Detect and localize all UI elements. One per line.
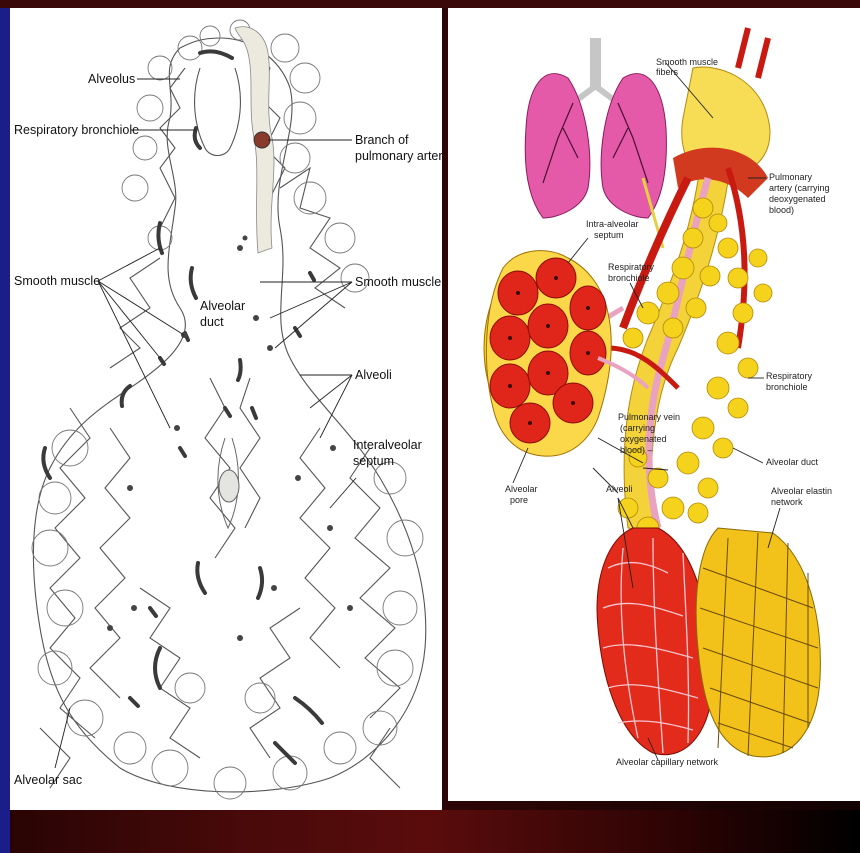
label-interalveolar-septum-2: septum (353, 454, 394, 468)
right-diagram-svg: Smooth muscle fibers Pulmonary artery (c… (448, 8, 860, 801)
top-band (0, 0, 860, 8)
label-alveolar-duct-1: Alveolar (200, 299, 245, 313)
label-alveolar-duct: Alveolar duct (766, 457, 819, 467)
capillary-sac (597, 528, 713, 755)
label-respiratory-bronchiole-right-2: bronchiole (766, 382, 808, 392)
label-alveolar-capillary-network: Alveolar capillary network (616, 757, 719, 767)
right-diagram-panel: Smooth muscle fibers Pulmonary artery (c… (448, 8, 860, 801)
label-intra-alveolar-septum-1: Intra-alveolar (586, 219, 639, 229)
label-pulmonary-vein-2: (carrying (620, 423, 655, 433)
label-smooth-muscle-fibers-2: fibers (656, 67, 679, 77)
label-alveolar-elastin-1: Alveolar elastin (771, 486, 832, 496)
elastin-sac (696, 528, 820, 757)
left-diagram-panel: Alveolus Respiratory bronchiole Branch o… (10, 8, 442, 810)
left-diagram-svg: Alveolus Respiratory bronchiole Branch o… (10, 8, 442, 810)
label-smooth-muscle-right: Smooth muscle (355, 275, 441, 289)
label-intra-alveolar-septum-2: septum (594, 230, 624, 240)
label-pulmonary-artery-3: deoxygenated (769, 194, 826, 204)
label-alveolar-sac: Alveolar sac (14, 773, 82, 787)
label-alveolus: Alveolus (88, 72, 135, 86)
label-interalveolar-septum-1: Interalveolar (353, 438, 422, 452)
central-duct (218, 438, 239, 528)
label-pulmonary-vein-3: oxygenated (620, 434, 667, 444)
label-alveoli-right: Alveoli (606, 484, 633, 494)
label-alveolar-duct-2: duct (200, 315, 224, 329)
label-respiratory-bronchiole-upper-2: bronchiole (608, 273, 650, 283)
label-pulmonary-artery-2: artery (carrying (769, 183, 830, 193)
lungs-inset (525, 38, 666, 248)
bottom-band (0, 810, 860, 853)
label-branch-pulmonary-artery-2: pulmonary artery (355, 149, 442, 163)
label-branch-pulmonary-artery-1: Branch of (355, 133, 409, 147)
label-pulmonary-artery-4: blood) (769, 205, 794, 215)
label-respiratory-bronchiole-upper-1: Respiratory (608, 262, 655, 272)
nuclei-dots (107, 236, 353, 642)
label-alveolar-pore-2: pore (510, 495, 528, 505)
label-respiratory-bronchiole: Respiratory bronchiole (14, 123, 139, 137)
label-alveoli: Alveoli (355, 368, 392, 382)
label-pulmonary-vein-1: Pulmonary vein (618, 412, 680, 422)
label-respiratory-bronchiole-right-1: Respiratory (766, 371, 813, 381)
label-alveolar-elastin-2: network (771, 497, 803, 507)
label-smooth-muscle-fibers-1: Smooth muscle (656, 57, 718, 67)
label-smooth-muscle-left: Smooth muscle (14, 274, 100, 288)
label-alveolar-pore-1: Alveolar (505, 484, 538, 494)
label-pulmonary-artery-1: Pulmonary (769, 172, 813, 182)
label-pulmonary-vein-4: blood) – (620, 445, 653, 455)
